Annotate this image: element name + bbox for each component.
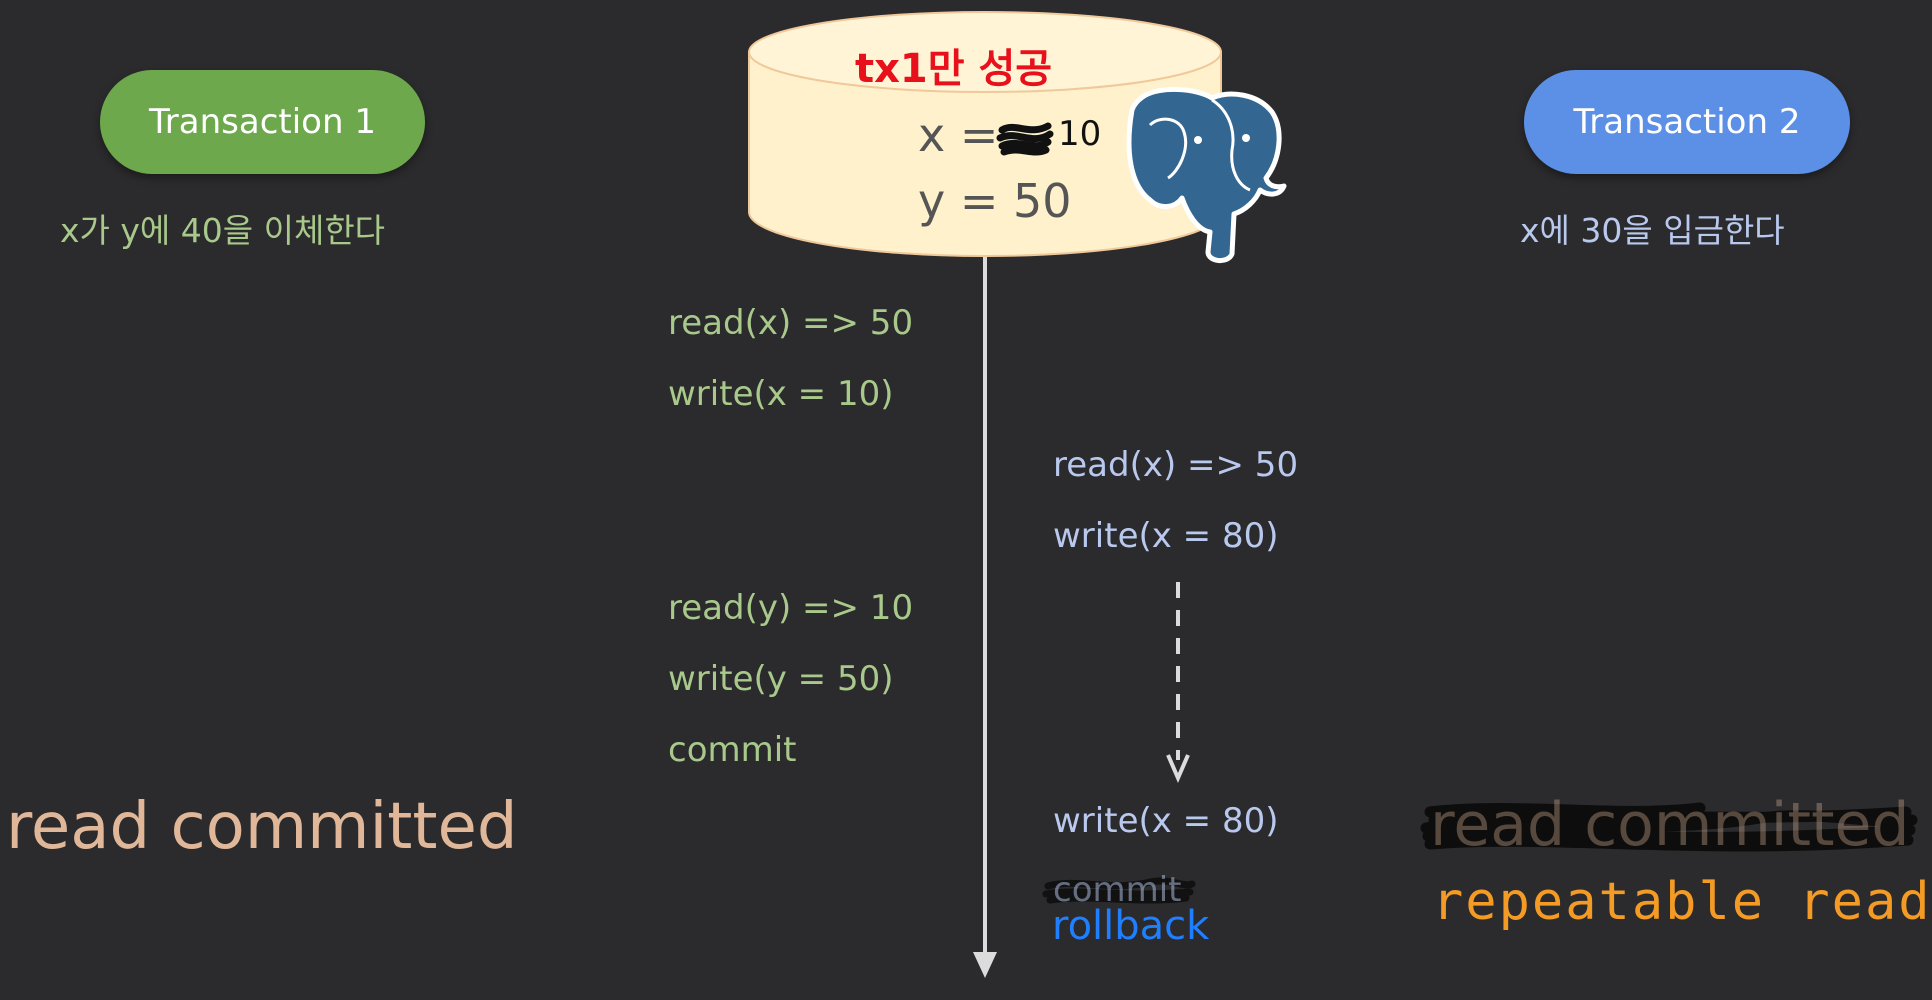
tx1-op-read-x: read(x) => 50 xyxy=(668,303,914,343)
transaction-2-label: Transaction 2 xyxy=(1573,102,1801,142)
tx2-op-write-x: write(x = 80) xyxy=(1053,516,1279,556)
isolation-level-right-new: repeatable read xyxy=(1432,872,1932,932)
tx1-op-read-y: read(y) => 10 xyxy=(668,588,914,628)
tx1-op-commit: commit xyxy=(668,730,797,770)
isolation-right-scribble xyxy=(1420,802,1918,852)
tx2-op-write-x-retry: write(x = 80) xyxy=(1053,801,1279,841)
timeline-arrowhead xyxy=(973,952,997,978)
database-note: tx1만 성공 xyxy=(855,46,1053,92)
tx2-op-rollback: rollback xyxy=(1052,903,1210,949)
database-x-new-value: 10 xyxy=(1058,114,1102,154)
tx2-op-commit-struck: commit xyxy=(1053,870,1182,910)
database-y-line: y = 50 xyxy=(918,174,1072,228)
transaction-1-label: Transaction 1 xyxy=(149,102,376,142)
database-x-label: x = xyxy=(918,108,999,162)
isolation-level-left: read committed xyxy=(6,790,518,864)
isolation-level-right-struck: read committed xyxy=(1430,790,1910,860)
tx1-op-write-x: write(x = 10) xyxy=(668,374,894,414)
tx1-op-write-y: write(y = 50) xyxy=(668,659,894,699)
postgresql-elephant-icon xyxy=(1126,86,1287,263)
commit-scribble xyxy=(1042,877,1196,904)
transaction-2-description: x에 30을 입금한다 xyxy=(1520,211,1785,250)
database-cylinder xyxy=(748,11,1222,257)
wait-arrowhead xyxy=(1166,754,1190,784)
tx2-op-read-x: read(x) => 50 xyxy=(1053,445,1299,485)
transaction-1-badge: Transaction 1 xyxy=(100,70,425,174)
old-x-value-scribble xyxy=(996,122,1054,156)
transaction-2-badge: Transaction 2 xyxy=(1524,70,1850,174)
transaction-1-description: x가 y에 40을 이체한다 xyxy=(60,211,386,250)
